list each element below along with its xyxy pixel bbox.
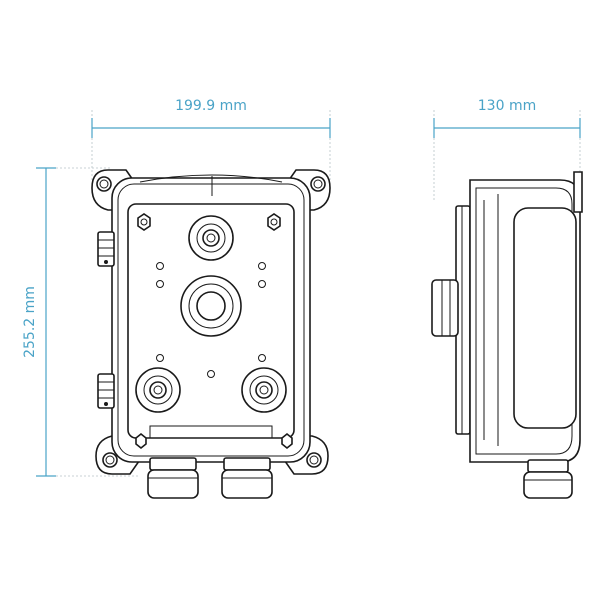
dimension-depth: 130 mm [433, 98, 581, 200]
cable-gland-left [147, 457, 199, 499]
width-label: 199.9 mm [175, 98, 247, 114]
hex-bolt-top-right [267, 213, 281, 231]
fitting-bottom-left [135, 367, 181, 413]
cable-entry-center [180, 275, 242, 337]
mounting-holes [156, 262, 266, 378]
side-cable-gland [523, 459, 573, 499]
cable-gland-right [221, 457, 273, 499]
side-cable-entry [431, 279, 459, 337]
front-view [91, 169, 331, 499]
height-label: 255.2 mm [22, 286, 38, 358]
dimension-width: 199.9 mm [91, 98, 331, 180]
fitting-bottom-right [241, 367, 287, 413]
dimension-height: 255.2 mm [22, 167, 140, 477]
side-connector-top [97, 231, 115, 267]
side-lid [513, 207, 577, 429]
side-connector-bottom [97, 373, 115, 409]
hex-bolt-top-left [137, 213, 151, 231]
hex-bolt-bottom-right [281, 432, 293, 450]
side-view [431, 171, 583, 499]
hex-bolt-bottom-left [135, 432, 147, 450]
depth-label: 130 mm [478, 98, 536, 114]
fitting-top-center [188, 215, 234, 261]
